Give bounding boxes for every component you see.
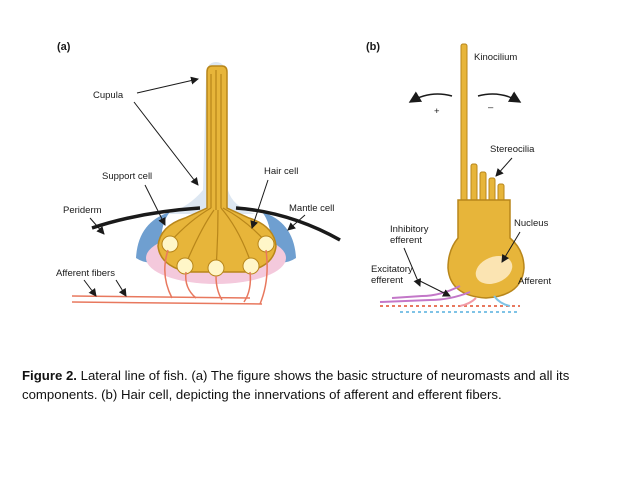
label-cupula: Cupula bbox=[93, 90, 124, 101]
afferent-fibers-pointer-1 bbox=[83, 279, 97, 297]
efferent-afferent-fibers bbox=[379, 285, 520, 313]
label-afferent-fibers: Afferent fibers bbox=[56, 268, 115, 279]
stereocilia-pointer bbox=[495, 157, 513, 177]
inhibitory-pointer bbox=[403, 247, 421, 287]
periderm-line bbox=[91, 206, 201, 230]
panel-a-tag: (a) bbox=[57, 41, 71, 53]
periderm-line-right bbox=[235, 206, 341, 242]
excitatory-pointer bbox=[417, 279, 451, 297]
label-excitatory-2: efferent bbox=[371, 275, 403, 286]
label-excitatory-1: Excitatory bbox=[371, 264, 413, 275]
label-support-cell: Support cell bbox=[102, 171, 152, 182]
label-afferent: Afferent bbox=[518, 276, 551, 287]
label-hair-cell: Hair cell bbox=[264, 166, 298, 177]
neuromast-figure: (a) bbox=[56, 41, 551, 313]
caption-lead: Figure 2. bbox=[22, 368, 77, 383]
hair-cell-pointer bbox=[250, 179, 269, 229]
label-stereocilia: Stereocilia bbox=[490, 144, 535, 155]
label-kinocilium: Kinocilium bbox=[474, 52, 517, 63]
nucleus bbox=[475, 256, 513, 284]
nucleus-pointer bbox=[501, 231, 521, 263]
mantle-cell-pointer bbox=[287, 214, 306, 231]
figure-caption: Figure 2. Lateral line of fish. (a) The … bbox=[22, 366, 622, 404]
label-periderm: Periderm bbox=[63, 205, 102, 216]
panel-a: (a) bbox=[56, 41, 341, 305]
label-inhibitory-2: efferent bbox=[390, 235, 422, 246]
deflection-arrow-right bbox=[477, 91, 522, 103]
support-cell-pointer bbox=[144, 184, 166, 226]
label-inhibitory-1: Inhibitory bbox=[390, 224, 429, 235]
label-nucleus: Nucleus bbox=[514, 218, 549, 229]
deflection-arrow-left bbox=[408, 91, 453, 103]
hair-cells bbox=[157, 65, 277, 277]
panel-b-tag: (b) bbox=[366, 41, 380, 53]
caption-text: Lateral line of fish. (a) The figure sho… bbox=[22, 368, 570, 402]
kinocilium bbox=[460, 43, 468, 225]
afferent-fibers-pointer-2 bbox=[115, 279, 127, 297]
periderm-pointer bbox=[89, 217, 105, 235]
minus-sign: – bbox=[488, 102, 494, 113]
panel-b: (b) + – Kinocilium Stereoc bbox=[366, 41, 551, 313]
afferent-fibers-a bbox=[71, 249, 268, 305]
cupula-pointer-2 bbox=[133, 101, 199, 186]
cupula-pointer-1 bbox=[136, 76, 199, 94]
label-mantle-cell: Mantle cell bbox=[289, 203, 334, 214]
plus-sign: + bbox=[434, 106, 440, 117]
mantle-cell-right bbox=[262, 212, 296, 263]
